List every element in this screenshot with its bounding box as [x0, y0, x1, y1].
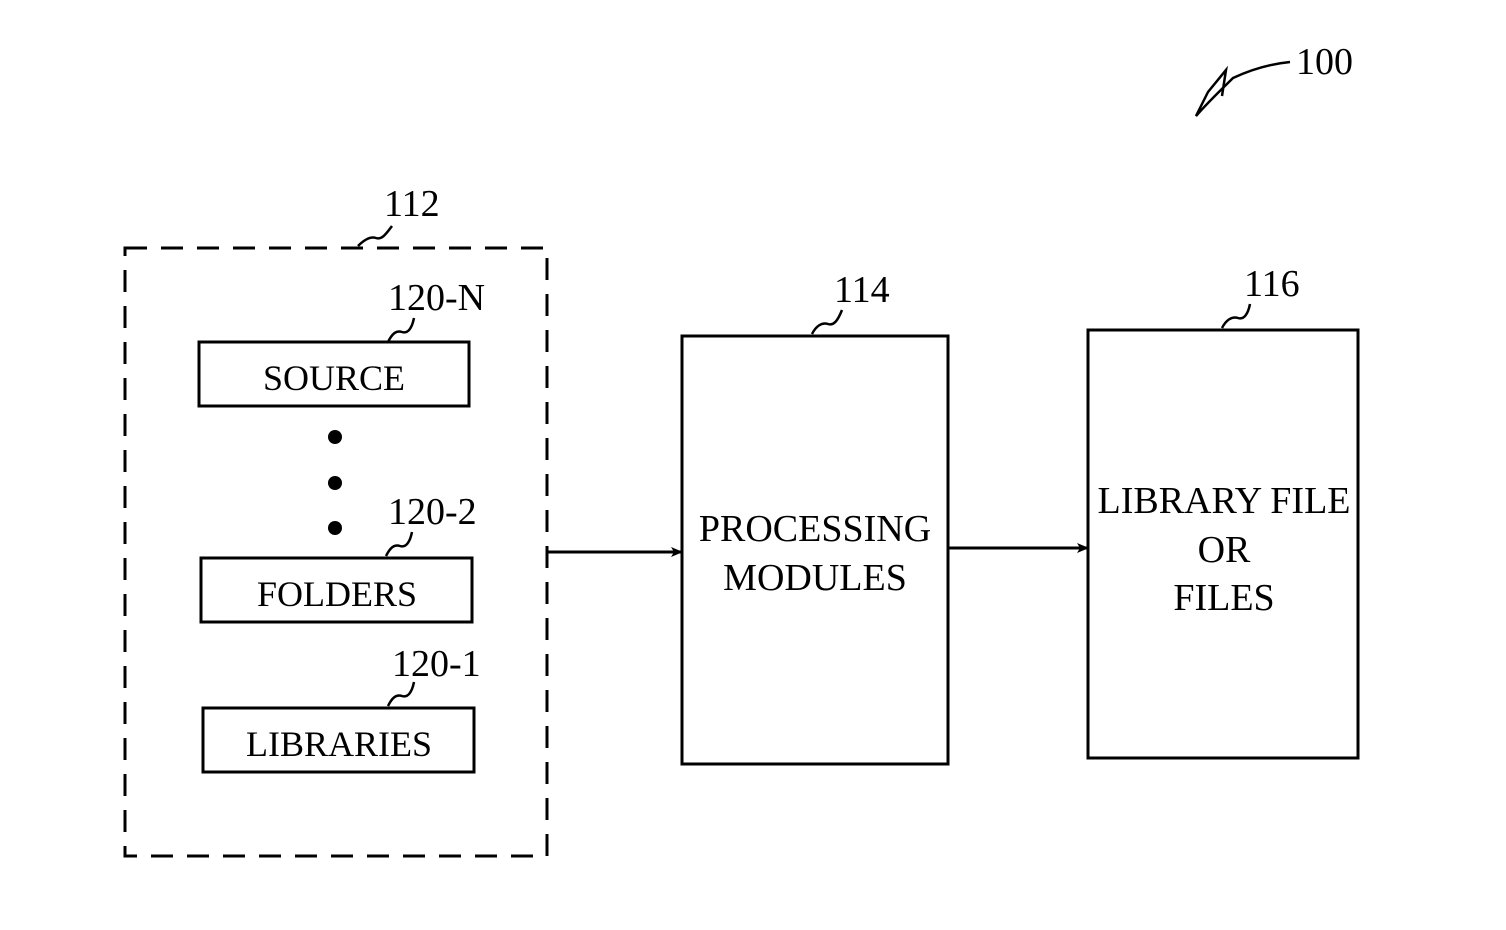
folders-ref: 120-2	[388, 491, 477, 533]
source-label: SOURCE	[263, 358, 405, 398]
ellipsis-dot-2	[328, 476, 342, 490]
processing-label-line1: PROCESSING	[699, 508, 931, 550]
libraries-item: LIBRARIES 120-1	[203, 643, 481, 772]
ellipsis-dot-1	[328, 430, 342, 444]
input-group: 112 SOURCE 120-N FOLDERS 120-2 LIBRARIES…	[125, 183, 547, 856]
source-ref: 120-N	[388, 277, 485, 319]
processing-label-line2: MODULES	[723, 557, 907, 599]
figure-reference: 100	[1196, 41, 1353, 116]
libraries-leader	[388, 682, 414, 706]
libraries-ref: 120-1	[392, 643, 481, 685]
output-block: LIBRARY FILE OR FILES 116	[1088, 263, 1358, 758]
output-leader	[1222, 304, 1250, 328]
output-ref: 116	[1244, 263, 1300, 305]
processing-box	[682, 336, 948, 764]
libraries-label: LIBRARIES	[246, 724, 432, 764]
ellipsis-dot-3	[328, 521, 342, 535]
input-group-leader	[358, 226, 392, 246]
folders-leader	[386, 532, 412, 556]
processing-ref: 114	[834, 269, 890, 311]
source-item: SOURCE 120-N	[199, 277, 485, 406]
processing-leader	[812, 310, 842, 334]
processing-block: PROCESSING MODULES 114	[682, 269, 948, 764]
folders-item: FOLDERS 120-2	[201, 491, 477, 622]
input-group-ref: 112	[384, 183, 440, 225]
figure-ref-label: 100	[1296, 41, 1353, 83]
output-label-line1: LIBRARY FILE	[1098, 480, 1351, 522]
output-label-line2: OR	[1198, 529, 1251, 571]
folders-label: FOLDERS	[257, 574, 417, 614]
source-leader	[388, 318, 414, 342]
output-label-line3: FILES	[1173, 577, 1274, 619]
figure-ref-arrow-icon	[1196, 62, 1290, 116]
